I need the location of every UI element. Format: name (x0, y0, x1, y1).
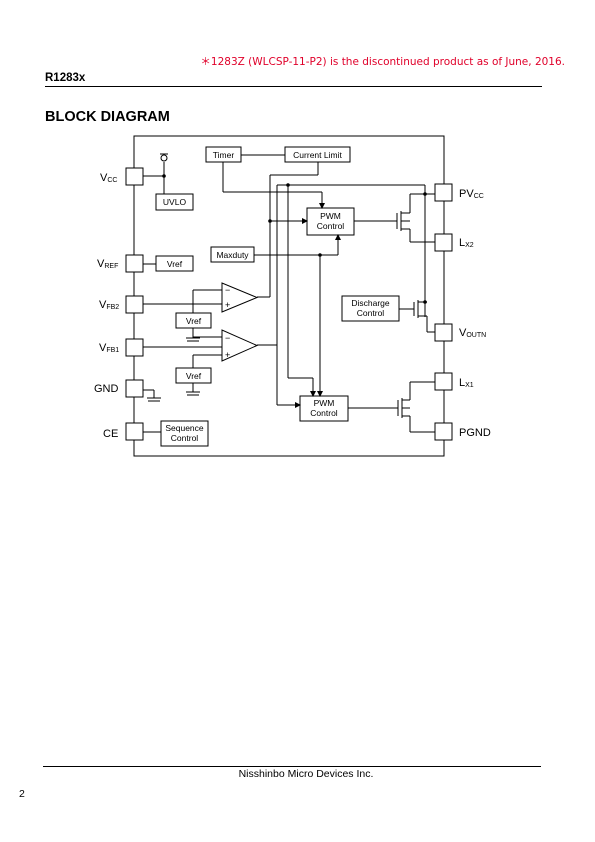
pin-label-vfb2: VFB2 (99, 299, 119, 311)
pin-box-vfb2 (125, 295, 144, 314)
amp2-minus: − (225, 285, 230, 295)
pin-box-voutn (434, 323, 453, 342)
pin-label-voutn: VOUTN (459, 327, 486, 339)
error-amp-fb1 (221, 329, 259, 362)
footer-rule (43, 766, 541, 767)
junction-dot (318, 253, 322, 257)
pin-label-ce: CE (103, 428, 118, 440)
pin-box-ce (125, 422, 144, 441)
pin-box-gnd (125, 379, 144, 398)
amp1-minus: − (225, 333, 230, 343)
pwm-bot-label-1: PWM (314, 398, 335, 408)
pwm-top-label-2: Control (317, 221, 345, 231)
pin-label-pgnd: PGND (459, 427, 491, 439)
uvlo-box (155, 193, 194, 211)
timer-label: Timer (213, 150, 235, 160)
page-number: 2 (19, 788, 25, 800)
section-title: BLOCK DIAGRAM (45, 109, 170, 125)
sequence-box (160, 420, 209, 447)
vref-fb2-label: Vref (186, 316, 202, 326)
discharge-label-1: Discharge (351, 298, 390, 308)
maxduty-label: Maxduty (216, 250, 249, 260)
sequence-label-2: Control (171, 433, 199, 443)
header-rule (45, 86, 542, 87)
amp2-plus: + (225, 300, 230, 310)
pin-label-vfb1: VFB1 (99, 342, 119, 354)
pin-label-pvcc: PVCC (459, 188, 484, 200)
vref-main-label: Vref (167, 259, 183, 269)
sequence-label-1: Sequence (165, 423, 204, 433)
company-name: Nisshinbo Micro Devices Inc. (238, 768, 374, 780)
pin-box-lx2 (434, 233, 453, 252)
amp1-plus: + (225, 350, 230, 360)
pwm-bot-label-2: Control (310, 408, 338, 418)
pin-box-vref (125, 254, 144, 273)
vref-fb1-label: Vref (186, 371, 202, 381)
pin-box-vcc (125, 167, 144, 186)
pwm-top-label-1: PWM (320, 211, 341, 221)
current-limit-label: Current Limit (293, 150, 342, 160)
pin-box-pgnd (434, 422, 453, 441)
pin-label-gnd: GND (94, 383, 119, 395)
pin-box-vfb1 (125, 338, 144, 357)
pin-label-vcc: VCC (100, 172, 117, 184)
discontinued-notice: ＊1283Z (WLCSP-11-P2) is the discontinued… (200, 56, 565, 68)
junction-dot (162, 174, 166, 178)
pin-label-vref: VREF (97, 258, 118, 270)
junction-dot (423, 192, 427, 196)
part-number: R1283x (45, 72, 86, 84)
uvlo-label: UVLO (163, 197, 187, 207)
junction-dot (286, 183, 290, 187)
pin-label-lx2: LX2 (459, 237, 474, 249)
pin-box-lx1 (434, 372, 453, 391)
junction-dot (423, 300, 427, 304)
error-amp-fb2 (221, 282, 259, 313)
pin-label-lx1: LX1 (459, 377, 474, 389)
discharge-label-2: Control (357, 308, 385, 318)
pin-box-pvcc (434, 183, 453, 202)
junction-dot (268, 219, 272, 223)
